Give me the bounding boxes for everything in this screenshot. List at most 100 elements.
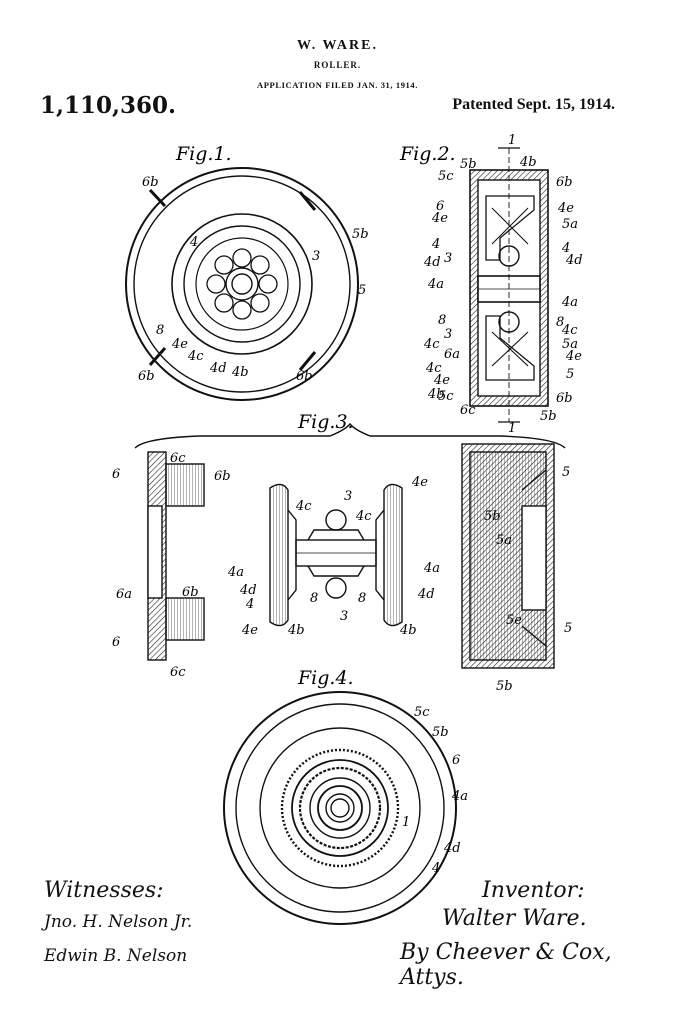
- fig4-label: Fig.4.: [297, 667, 354, 689]
- fig3-ref-numeral: 5b: [484, 509, 501, 524]
- fig2-ref-numeral: 6b: [556, 391, 573, 406]
- fig3-ref-numeral: 6a: [116, 587, 132, 602]
- fig3-ref-numeral: 6: [112, 635, 120, 650]
- fig3-ref-numeral: 4: [245, 597, 254, 612]
- fig3-ref-numeral: 3: [340, 609, 348, 624]
- fig1-ref-numeral: 6b: [296, 369, 313, 384]
- fig3-ref-numeral: 8: [310, 591, 318, 606]
- fig1-ref-numeral: 4e: [171, 337, 188, 352]
- fig2-ref-numeral: 4e: [431, 211, 448, 226]
- fig2-ref-numeral: 5: [566, 367, 574, 382]
- fig3-ref-numeral: 5b: [496, 679, 513, 694]
- fig3-ref-numeral: 5a: [496, 533, 512, 548]
- fig4-ref-numeral: 1: [402, 815, 410, 830]
- witness-signature-1: Jno. H. Nelson Jr.: [44, 912, 193, 932]
- fig2-ref-numeral: 6b: [556, 175, 573, 190]
- fig2-ref-numeral: 6c: [460, 403, 476, 418]
- figure-4: [223, 691, 457, 925]
- fig4-ref-numeral: 6: [452, 753, 460, 768]
- fig2-ref-numeral: 8: [556, 315, 564, 330]
- fig2-ref-numeral: 5a: [562, 217, 578, 232]
- fig2-ref-numeral: 4c: [423, 337, 440, 352]
- fig3-ref-numeral: 4e: [241, 623, 258, 638]
- fig1-ref-numeral: 4d: [209, 361, 227, 376]
- fig2-ref-numeral: 1: [508, 133, 516, 148]
- fig2-ref-numeral: 4: [561, 241, 570, 256]
- fig2-ref-numeral: 5c: [438, 389, 454, 404]
- fig1-ref-numeral: 4: [189, 235, 198, 250]
- fig1-ref-numeral: 6b: [142, 175, 159, 190]
- fig3-ref-numeral: 4e: [411, 475, 428, 490]
- fig1-ref-numeral: 4c: [187, 349, 204, 364]
- witnesses-label: Witnesses:: [44, 878, 164, 903]
- fig3-ref-numeral: 4a: [423, 561, 440, 576]
- inventor-name: W. WARE.: [297, 38, 378, 53]
- fig3-ref-numeral: 5e: [506, 613, 522, 628]
- fig3-ref-numeral: 6b: [214, 469, 231, 484]
- fig3-bracket: [134, 422, 566, 449]
- fig4-ref-numeral: 5b: [432, 725, 449, 740]
- fig3-ref-numeral: 5: [562, 465, 570, 480]
- fig2-ref-numeral: 4e: [565, 349, 582, 364]
- fig2-ref-numeral: 4a: [427, 277, 444, 292]
- fig3-ref-numeral: 6b: [182, 585, 199, 600]
- witness-signature-2: Edwin B. Nelson: [44, 946, 188, 966]
- fig2-ref-numeral: 4a: [561, 295, 578, 310]
- fig3-ref-numeral: 4c: [355, 509, 372, 524]
- fig3-ref-numeral: 4d: [239, 583, 257, 598]
- fig3-ref-numeral: 6c: [170, 665, 186, 680]
- fig3-ref-numeral: 4d: [417, 587, 435, 602]
- fig2-ref-numeral: 3: [444, 327, 452, 342]
- fig2-ref-numeral: 6a: [444, 347, 460, 362]
- fig4-ref-numeral: 5c: [414, 705, 430, 720]
- fig1-ref-numeral: 4b: [231, 365, 249, 380]
- fig1-ref-numeral: 5: [358, 283, 366, 298]
- fig1-ref-numeral: 3: [312, 249, 320, 264]
- inventor-label: Inventor:: [482, 878, 585, 903]
- fig2-ref-numeral: 5b: [460, 157, 477, 172]
- fig3-ref-numeral: 4c: [295, 499, 312, 514]
- figure-3-shell: [461, 443, 555, 669]
- figure-2: [469, 147, 549, 423]
- fig2-ref-numeral: 4c: [425, 361, 442, 376]
- fig2-ref-numeral: 4e: [557, 201, 574, 216]
- fig3-ref-numeral: 4a: [227, 565, 244, 580]
- fig2-ref-numeral: 4b: [427, 387, 445, 402]
- fig2-ref-numeral: 3: [444, 251, 452, 266]
- fig2-ref-numeral: 4c: [561, 323, 578, 338]
- fig2-label: Fig.2.: [399, 143, 456, 165]
- fig3-ref-numeral: 6: [112, 467, 120, 482]
- fig3-ref-numeral: 3: [344, 489, 352, 504]
- fig2-ref-numeral: 4d: [565, 253, 583, 268]
- fig2-ref-numeral: 5a: [562, 337, 578, 352]
- fig2-ref-numeral: 1: [508, 421, 516, 436]
- fig4-ref-numeral: 4a: [451, 789, 468, 804]
- fig1-label: Fig.1.: [175, 143, 232, 165]
- fig1-ref-numeral: 6b: [138, 369, 155, 384]
- fig3-ref-numeral: 8: [358, 591, 366, 606]
- fig3-ref-numeral: 4b: [399, 623, 417, 638]
- fig2-ref-numeral: 6: [436, 199, 444, 214]
- fig1-ref-numeral: 8: [156, 323, 164, 338]
- attorney-signature: By Cheever & Cox, Attys.: [400, 940, 612, 990]
- patent-date: Patented Sept. 15, 1914.: [452, 96, 615, 113]
- fig3-label: Fig.3.: [297, 411, 354, 433]
- fig4-ref-numeral: 4d: [443, 841, 461, 856]
- fig2-ref-numeral: 4: [431, 237, 440, 252]
- fig2-ref-numeral: 5b: [540, 409, 557, 424]
- fig2-ref-numeral: 4d: [423, 255, 441, 270]
- fig3-ref-numeral: 5: [564, 621, 572, 636]
- fig2-ref-numeral: 4e: [433, 373, 450, 388]
- bearing-ring-fig1: [206, 248, 278, 320]
- fig4-ref-numeral: 4: [431, 861, 440, 876]
- application-filed: APPLICATION FILED JAN. 31, 1914.: [257, 80, 418, 90]
- fig2-ref-numeral: 8: [438, 313, 446, 328]
- fig1-ref-numeral: 5b: [352, 227, 369, 242]
- fig3-ref-numeral: 6c: [170, 451, 186, 466]
- fig2-ref-numeral: 5c: [438, 169, 454, 184]
